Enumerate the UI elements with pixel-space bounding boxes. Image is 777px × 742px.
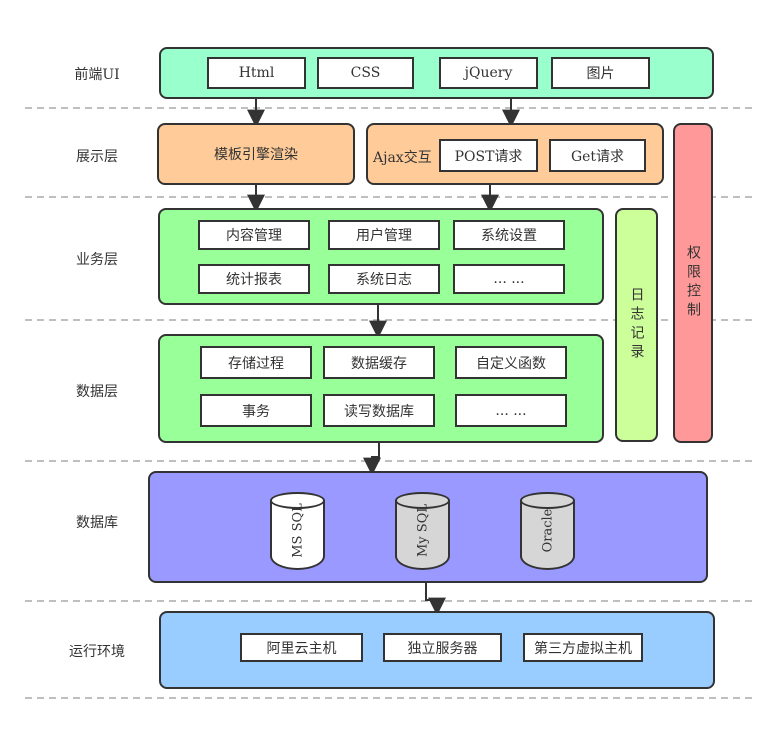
cylinder-body (520, 500, 575, 570)
database-cylinder-mssql-label: MS SQL (290, 503, 306, 558)
business-item-content-mgmt: 内容管理 (198, 220, 310, 250)
runtime-item-thirdparty-vm: 第三方虚拟主机 (523, 633, 643, 662)
database-cylinder-oracle: Oracle (520, 492, 575, 570)
cylinder-top (520, 492, 575, 509)
database-cylinder-mysql-label: My SQL (415, 504, 431, 557)
data-item-ellipsis: ... ... (455, 394, 567, 427)
business-item-sys-settings: 系统设置 (453, 220, 565, 250)
frontend-item-css: CSS (317, 57, 414, 89)
layer-label-data: 数据层 (76, 384, 118, 400)
cylinder-body (270, 500, 325, 570)
permission-control-sidebar: 权限控制 (673, 123, 713, 443)
frontend-item-image: 图片 (551, 57, 650, 89)
database-cylinder-oracle-label: Oracle (540, 508, 556, 553)
get-request-box: Get请求 (549, 139, 646, 172)
frontend-item-jquery: jQuery (439, 57, 538, 89)
cylinder-top (395, 492, 450, 509)
database-cylinder-mysql: My SQL (395, 492, 450, 570)
log-record-sidebar: 日志记录 (615, 208, 658, 442)
data-item-rw-database: 读写数据库 (323, 394, 435, 427)
post-request-box: POST请求 (439, 139, 538, 172)
log-record-label: 日志记录 (628, 287, 645, 363)
business-item-reports: 统计报表 (198, 264, 310, 294)
data-item-custom-func: 自定义函数 (455, 346, 567, 379)
permission-control-label: 权限控制 (685, 245, 701, 321)
data-item-stored-proc: 存储过程 (200, 346, 312, 379)
layer-label-frontend: 前端UI (74, 67, 120, 83)
data-item-cache: 数据缓存 (323, 346, 435, 379)
business-item-ellipsis: ... ... (453, 264, 565, 294)
business-item-user-mgmt: 用户管理 (328, 220, 440, 250)
business-item-sys-logs: 系统日志 (328, 264, 440, 294)
layer-label-business: 业务层 (76, 252, 118, 268)
runtime-item-dedicated: 独立服务器 (383, 633, 502, 662)
data-item-transaction: 事务 (200, 394, 312, 427)
database-cylinder-mssql: MS SQL (270, 492, 325, 570)
runtime-item-aliyun: 阿里云主机 (240, 633, 363, 662)
cylinder-body (395, 500, 450, 570)
layer-label-database: 数据库 (76, 515, 118, 531)
ajax-label: Ajax交互 (373, 150, 432, 166)
layer-label-runtime: 运行环境 (69, 644, 125, 660)
template-engine-box: 模板引擎渲染 (157, 123, 355, 185)
layer-label-presentation: 展示层 (76, 149, 118, 165)
frontend-item-html: Html (207, 57, 306, 89)
cylinder-top (270, 492, 325, 509)
